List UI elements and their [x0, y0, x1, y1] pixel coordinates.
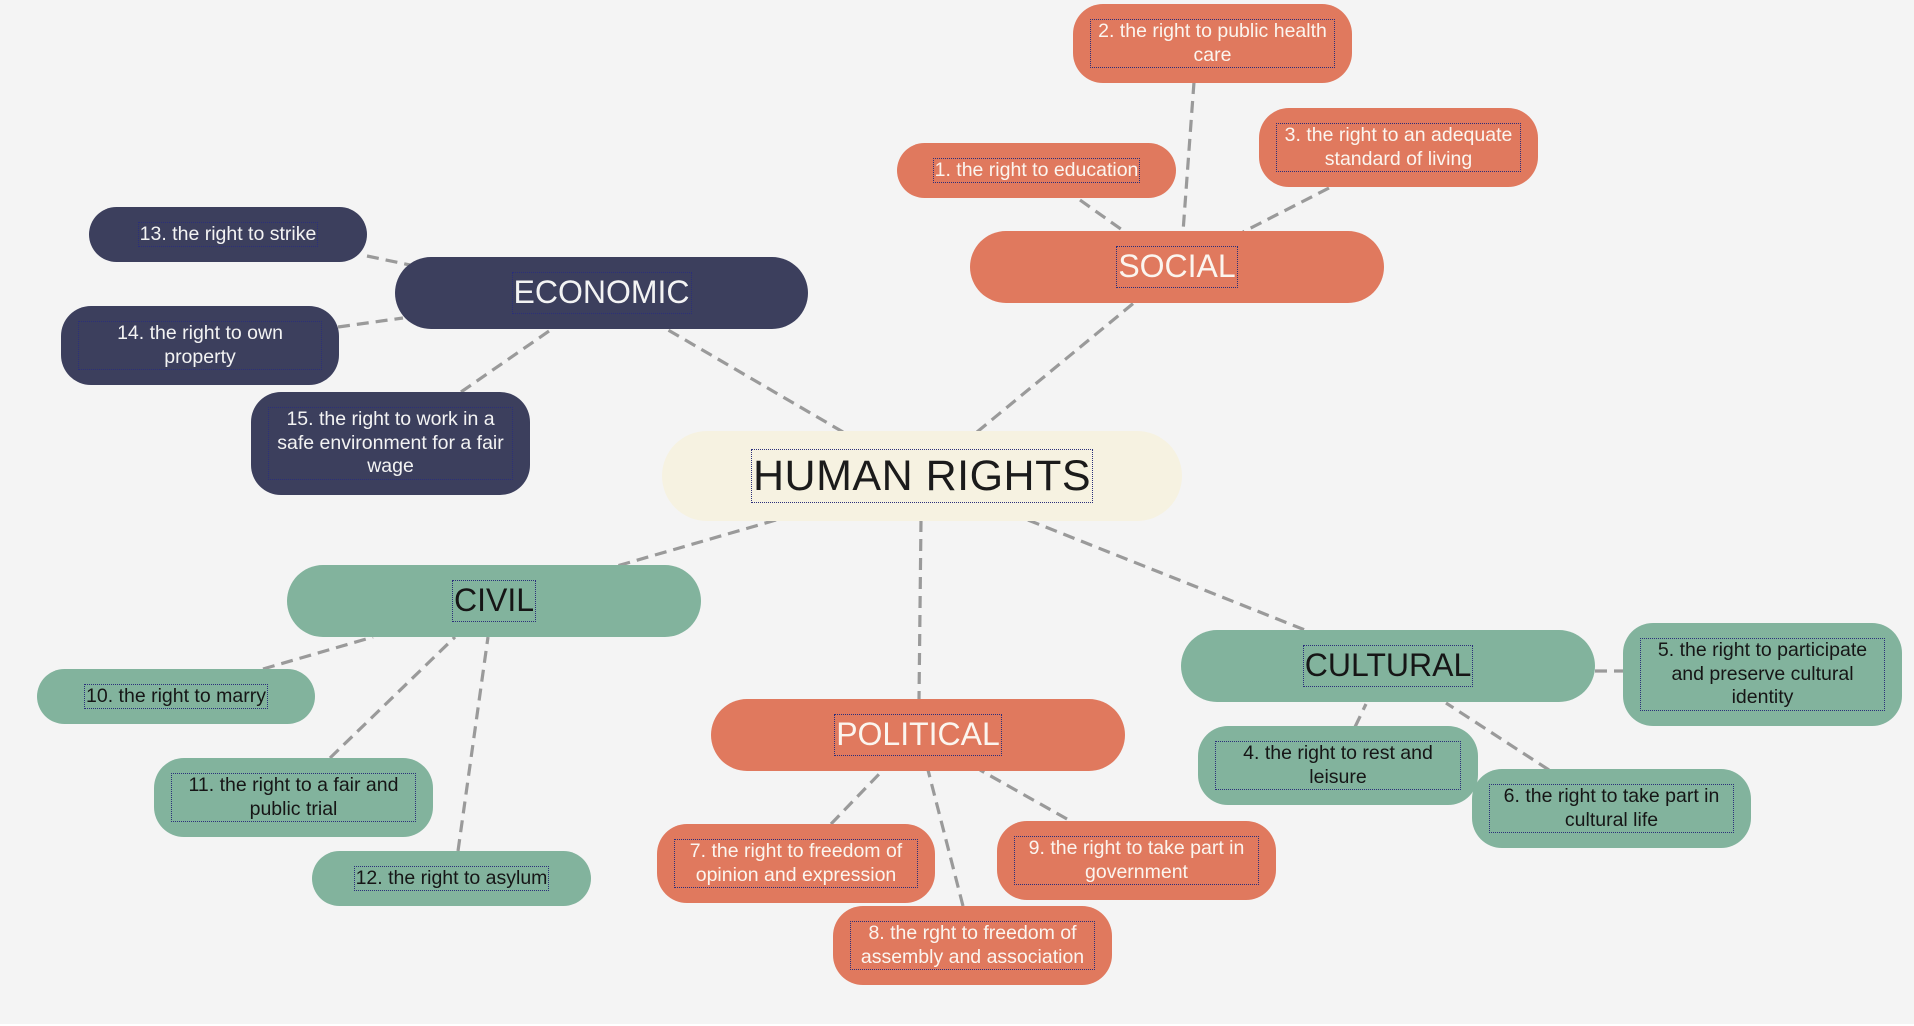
right-7-label: 7. the right to freedom of opinion and e…: [674, 838, 918, 889]
connector-economic-r14: [337, 316, 404, 329]
right-14-node[interactable]: 14. the right to own property: [61, 306, 339, 385]
right-9-node[interactable]: 9. the right to take part in government: [997, 821, 1276, 900]
category-civil-label: CIVIL: [451, 580, 537, 622]
connector-hub-cultural: [1027, 518, 1306, 632]
connector-civil-r10: [262, 635, 374, 671]
connector-economic-r13: [366, 254, 411, 267]
connector-political-r9: [979, 768, 1068, 821]
right-2-label: 2. the right to public health care: [1090, 18, 1335, 69]
connector-hub-political: [917, 519, 923, 701]
right-6-label: 6. the right to take part in cultural li…: [1489, 783, 1734, 834]
right-13-node[interactable]: 13. the right to strike: [89, 207, 367, 262]
category-social[interactable]: SOCIAL: [970, 231, 1384, 303]
right-1-node[interactable]: 1. the right to education: [897, 143, 1176, 198]
right-15-label: 15. the right to work in a safe environm…: [268, 406, 513, 481]
right-12-label: 12. the right to asylum: [353, 865, 550, 892]
right-12-node[interactable]: 12. the right to asylum: [312, 851, 591, 906]
right-7-node[interactable]: 7. the right to freedom of opinion and e…: [657, 824, 935, 903]
right-8-node[interactable]: 8. the rght to freedom of assembly and a…: [833, 906, 1112, 985]
right-6-node[interactable]: 6. the right to take part in cultural li…: [1472, 769, 1751, 848]
right-10-node[interactable]: 10. the right to marry: [37, 669, 315, 724]
category-social-label: SOCIAL: [1116, 246, 1238, 288]
right-4-node[interactable]: 4. the right to rest and leisure: [1198, 726, 1478, 805]
connector-social-r1: [1079, 198, 1126, 234]
connector-social-r2: [1181, 81, 1196, 233]
right-11-label: 11. the right to a fair and public trial: [171, 772, 416, 823]
right-2-node[interactable]: 2. the right to public health care: [1073, 4, 1352, 83]
bottom-border: [0, 1024, 1914, 1026]
connector-civil-r12: [456, 636, 490, 852]
connector-hub-social: [975, 300, 1137, 434]
right-9-label: 9. the right to take part in government: [1014, 835, 1259, 886]
right-3-label: 3. the right to an adequate standard of …: [1276, 122, 1521, 173]
right-14-label: 14. the right to own property: [78, 320, 322, 371]
category-political-label: POLITICAL: [834, 714, 1002, 756]
connector-cultural-r6: [1445, 701, 1550, 772]
right-10-label: 10. the right to marry: [84, 683, 268, 710]
category-civil[interactable]: CIVIL: [287, 565, 701, 637]
right-5-node[interactable]: 5. the right to participate and preserve…: [1623, 623, 1902, 726]
category-cultural[interactable]: CULTURAL: [1181, 630, 1595, 702]
connector-hub-economic: [662, 325, 844, 434]
connector-cultural-r4: [1353, 703, 1368, 728]
hub-node[interactable]: HUMAN RIGHTS: [662, 431, 1182, 521]
category-cultural-label: CULTURAL: [1302, 645, 1474, 687]
hub-label: HUMAN RIGHTS: [750, 448, 1094, 504]
category-economic-label: ECONOMIC: [511, 272, 692, 314]
connector-economic-r15: [460, 327, 553, 394]
connector-political-r8: [926, 769, 965, 907]
right-13-label: 13. the right to strike: [137, 221, 319, 248]
connector-social-r3: [1242, 186, 1330, 234]
right-8-label: 8. the rght to freedom of assembly and a…: [850, 920, 1095, 971]
connector-hub-civil: [616, 518, 777, 568]
connector-political-r7: [829, 768, 885, 826]
category-political[interactable]: POLITICAL: [711, 699, 1125, 771]
right-1-label: 1. the right to education: [932, 157, 1141, 184]
category-economic[interactable]: ECONOMIC: [395, 257, 808, 329]
right-3-node[interactable]: 3. the right to an adequate standard of …: [1259, 108, 1538, 187]
right-11-node[interactable]: 11. the right to a fair and public trial: [154, 758, 433, 837]
connector-civil-r11: [328, 635, 457, 760]
right-4-label: 4. the right to rest and leisure: [1215, 740, 1461, 791]
right-5-label: 5. the right to participate and preserve…: [1640, 637, 1885, 712]
right-15-node[interactable]: 15. the right to work in a safe environm…: [251, 392, 530, 495]
